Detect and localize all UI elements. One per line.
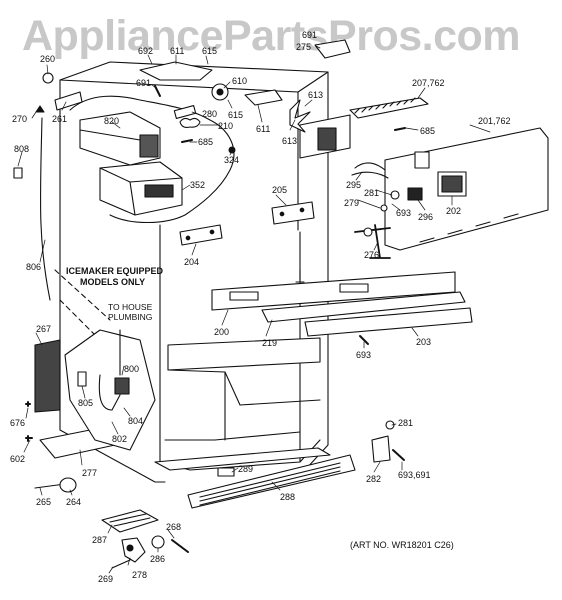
part-labels: 260 261 270 808 806 267 676 602 277 265 … xyxy=(10,30,511,584)
label-691: 691 xyxy=(136,78,151,88)
label-693-691: 693,691 xyxy=(398,470,431,480)
label-804: 804 xyxy=(128,416,143,426)
label-219: 219 xyxy=(262,338,277,348)
label-260: 260 xyxy=(40,54,55,64)
label-287: 287 xyxy=(92,535,107,545)
brackets-and-rails xyxy=(179,201,473,509)
label-203: 203 xyxy=(416,337,431,347)
label-288: 288 xyxy=(280,492,295,502)
label-279: 279 xyxy=(344,198,359,208)
label-685-left: 685 xyxy=(198,137,213,147)
label-295: 295 xyxy=(346,180,361,190)
label-269: 269 xyxy=(98,574,113,584)
label-693-lower: 693 xyxy=(356,350,371,360)
icemaker-assembly xyxy=(69,95,235,223)
label-806: 806 xyxy=(26,262,41,272)
label-281-lower: 281 xyxy=(398,418,413,428)
label-210: 210 xyxy=(218,121,233,131)
label-613-lower: 613 xyxy=(282,136,297,146)
label-613-upper: 613 xyxy=(308,90,323,100)
label-278: 278 xyxy=(132,570,147,580)
label-802: 802 xyxy=(112,434,127,444)
label-676: 676 xyxy=(10,418,25,428)
label-685-right: 685 xyxy=(420,126,435,136)
label-615-top: 615 xyxy=(202,46,217,56)
label-204: 204 xyxy=(184,257,199,267)
label-270: 270 xyxy=(12,114,27,124)
art-number: (ART NO. WR18201 C26) xyxy=(350,540,454,550)
water-valve-inset xyxy=(64,329,156,451)
label-324: 324 xyxy=(224,155,239,165)
note-house-line1: TO HOUSE xyxy=(108,302,153,312)
label-611-top: 611 xyxy=(170,46,184,56)
label-610: 610 xyxy=(232,76,247,86)
label-268: 268 xyxy=(166,522,181,532)
label-800: 800 xyxy=(124,364,139,374)
label-289: 289 xyxy=(238,464,253,474)
label-275: 275 xyxy=(296,42,311,52)
label-264: 264 xyxy=(66,497,81,507)
label-693: 693 xyxy=(396,208,411,218)
leader-lines xyxy=(17,45,491,574)
label-352: 352 xyxy=(190,180,205,190)
label-277: 277 xyxy=(82,468,97,478)
label-808: 808 xyxy=(14,144,29,154)
label-691-top: 691 xyxy=(302,30,317,40)
label-205: 205 xyxy=(272,185,287,195)
note-icemaker-line1: ICEMAKER EQUIPPED xyxy=(66,266,164,276)
label-286: 286 xyxy=(150,554,165,564)
label-615: 615 xyxy=(228,110,243,120)
label-602: 602 xyxy=(10,454,25,464)
label-200: 200 xyxy=(214,327,229,337)
label-692: 692 xyxy=(138,46,153,56)
note-icemaker-line2: MODELS ONLY xyxy=(80,277,145,287)
label-202: 202 xyxy=(446,206,461,216)
bottom-parts xyxy=(101,420,405,569)
label-296: 296 xyxy=(418,212,433,222)
label-805: 805 xyxy=(78,398,93,408)
label-282: 282 xyxy=(366,474,381,484)
watermark-logo: AppliancePartsPros.com xyxy=(22,12,521,60)
label-207-762: 207,762 xyxy=(412,78,445,88)
note-house-line2: PLUMBING xyxy=(108,312,152,322)
label-265: 265 xyxy=(36,497,51,507)
label-261: 261 xyxy=(52,114,67,124)
label-281: 281 xyxy=(364,188,379,198)
label-280: 280 xyxy=(202,109,217,119)
label-611: 611 xyxy=(256,124,270,134)
control-panel xyxy=(351,127,549,259)
label-820: 820 xyxy=(104,116,119,126)
label-201-762: 201,762 xyxy=(478,116,511,126)
label-276: 276 xyxy=(364,250,379,260)
label-267: 267 xyxy=(36,324,51,334)
